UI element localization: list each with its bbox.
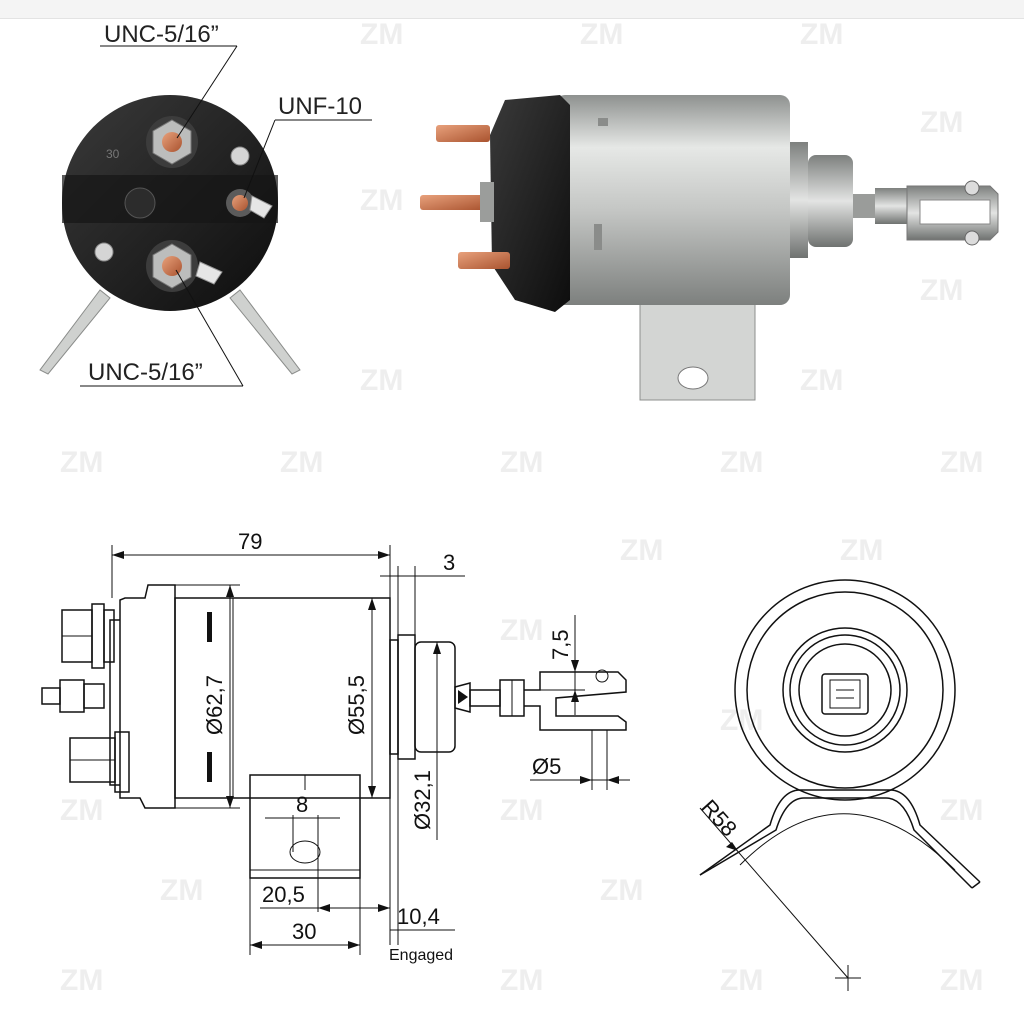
terminal-small <box>226 189 273 219</box>
stud-bottom <box>458 252 510 269</box>
stud-bottom-drawing <box>69 731 130 793</box>
watermark: ZM <box>720 446 763 479</box>
watermark: ZM <box>160 874 203 907</box>
watermark: ZM <box>500 794 543 827</box>
bracket-leg-left <box>39 289 111 375</box>
callout-unc-top: UNC-5/16” <box>104 21 219 48</box>
dim-clevis: 7,5 <box>548 629 573 660</box>
dim-plunger-dia: Ø32,1 <box>410 770 435 830</box>
lock-nut <box>875 188 907 224</box>
watermark: ZM <box>920 106 963 139</box>
watermark: ZM <box>60 794 103 827</box>
watermark: ZM <box>60 964 103 997</box>
dim-body-dia: Ø62,7 <box>202 675 227 735</box>
watermark: ZM <box>280 446 323 479</box>
watermark: ZM <box>500 446 543 479</box>
callout-top: UNC-5/16” <box>100 21 238 139</box>
stud-top <box>436 125 490 142</box>
stud-middle-drawing <box>41 679 105 713</box>
bracket-hole <box>677 366 709 390</box>
stud-top-drawing <box>61 603 115 669</box>
dim-hole-pos: 20,5 <box>262 882 305 907</box>
dim-hole: 8 <box>296 792 308 817</box>
screw-head <box>94 242 114 262</box>
dim-stroke-note: Engaged <box>389 947 453 964</box>
watermark: ZM <box>360 364 403 397</box>
watermark: ZM <box>940 964 983 997</box>
black-end-cap <box>490 95 570 312</box>
dim-bracket-width: 30 <box>292 919 316 944</box>
screw-head <box>230 146 250 166</box>
watermark: ZM <box>580 18 623 51</box>
dim-radius: R58 <box>696 795 742 842</box>
watermark: ZM <box>920 274 963 307</box>
dim-pin-dia: Ø5 <box>532 754 561 779</box>
bracket-leg-right <box>229 289 301 375</box>
dim-can-dia: Ø55,5 <box>344 675 369 735</box>
watermark: ZM <box>500 964 543 997</box>
side-drawing: 79 3 Ø62,7 Ø55,5 Ø32,1 7,5 <box>41 529 630 964</box>
callout-unf: UNF-10 <box>278 93 362 120</box>
side-view-photo <box>420 95 999 401</box>
end-drawing: R58 <box>696 579 981 991</box>
end-view-photo: 30 <box>39 95 301 375</box>
watermark: ZM <box>840 534 883 567</box>
dim-stroke: 10,4 <box>397 904 440 929</box>
stud-middle <box>420 195 486 210</box>
plunger-housing <box>808 155 853 247</box>
callout-unc-bottom: UNC-5/16” <box>88 359 203 386</box>
watermark: ZM <box>600 874 643 907</box>
watermark: ZM <box>60 446 103 479</box>
watermark: ZM <box>940 446 983 479</box>
cap-mark: 30 <box>106 147 120 161</box>
watermark: ZM <box>800 18 843 51</box>
watermark: ZM <box>940 794 983 827</box>
browser-top-strip <box>0 0 1024 19</box>
dim-length: 79 <box>238 529 262 554</box>
flange <box>790 142 808 258</box>
callout-bottom: UNC-5/16” <box>80 269 244 387</box>
watermark: ZM <box>500 614 543 647</box>
watermark: ZM <box>800 364 843 397</box>
solenoid-can <box>555 95 790 305</box>
callout-right: UNF-10 <box>243 93 372 199</box>
watermark: ZM <box>360 18 403 51</box>
zm-logo-emboss <box>124 187 156 219</box>
watermark: ZM <box>720 964 763 997</box>
watermark: ZM <box>360 184 403 217</box>
terminal-top <box>146 116 198 168</box>
dim-flange: 3 <box>443 550 455 575</box>
watermark: ZM <box>620 534 663 567</box>
